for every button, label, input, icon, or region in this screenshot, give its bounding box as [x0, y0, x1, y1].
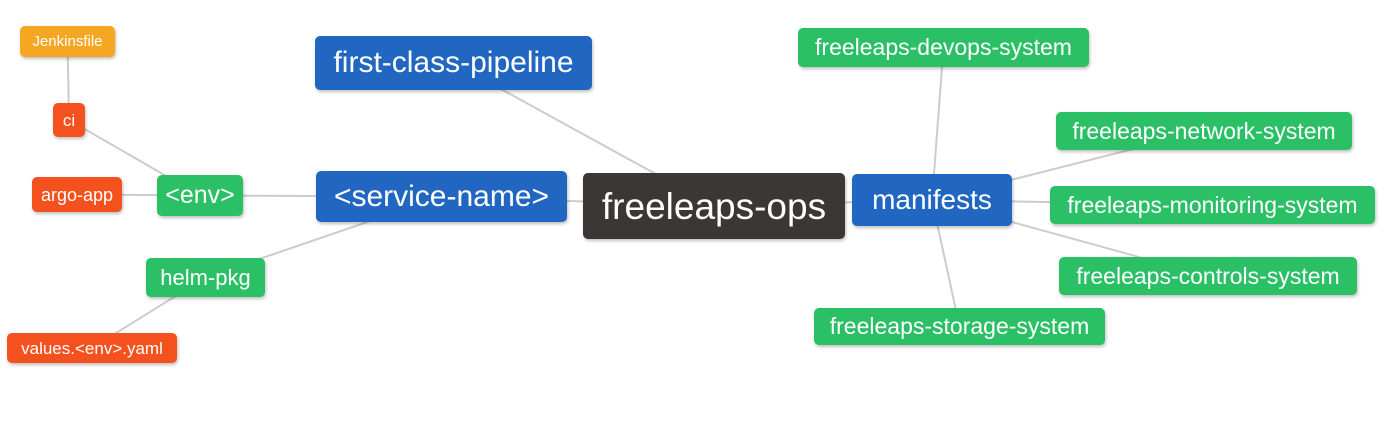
mindmap-node-freeleaps-monitoring-system[interactable]: freeleaps-monitoring-system [1050, 186, 1375, 224]
mindmap-node-argo-app[interactable]: argo-app [32, 177, 122, 212]
node-label: freeleaps-storage-system [829, 313, 1090, 339]
node-label: helm-pkg [160, 264, 251, 290]
mindmap-node-manifests[interactable]: manifests [852, 174, 1012, 226]
mindmap-node-env[interactable]: <env> [157, 175, 243, 216]
node-label: freeleaps-devops-system [815, 34, 1072, 60]
node-label: freeleaps-controls-system [1076, 262, 1340, 289]
mindmap-node-freeleaps-devops-system[interactable]: freeleaps-devops-system [798, 28, 1089, 67]
node-label: argo-app [40, 184, 114, 205]
mindmap-node-freeleaps-ops[interactable]: freeleaps-ops [583, 173, 845, 239]
node-label: freeleaps-monitoring-system [1067, 191, 1358, 218]
node-label: Jenkinsfile [32, 33, 103, 50]
node-label: first-class-pipeline [333, 46, 574, 79]
node-label: <service-name> [333, 179, 550, 213]
mindmap-node-freeleaps-controls-system[interactable]: freeleaps-controls-system [1059, 257, 1357, 295]
mindmap-node-first-class-pipeline[interactable]: first-class-pipeline [315, 36, 592, 90]
mindmap-node-freeleaps-storage-system[interactable]: freeleaps-storage-system [814, 308, 1105, 345]
node-label: ci [62, 110, 76, 130]
mindmap-node-ci[interactable]: ci [53, 103, 85, 137]
mindmap-node-helm-pkg[interactable]: helm-pkg [146, 258, 265, 297]
mindmap-node-jenkinsfile[interactable]: Jenkinsfile [20, 26, 115, 57]
node-label: <env> [165, 181, 235, 209]
mindmap-node-freeleaps-network-system[interactable]: freeleaps-network-system [1056, 112, 1352, 150]
mindmap-node-service-name[interactable]: <service-name> [316, 171, 567, 222]
node-label: values.<env>.yaml [21, 338, 163, 358]
mindmap-node-values-env-yaml[interactable]: values.<env>.yaml [7, 333, 177, 363]
node-label: freeleaps-network-system [1072, 117, 1336, 144]
node-label: freeleaps-ops [601, 185, 827, 227]
node-label: manifests [872, 184, 992, 215]
